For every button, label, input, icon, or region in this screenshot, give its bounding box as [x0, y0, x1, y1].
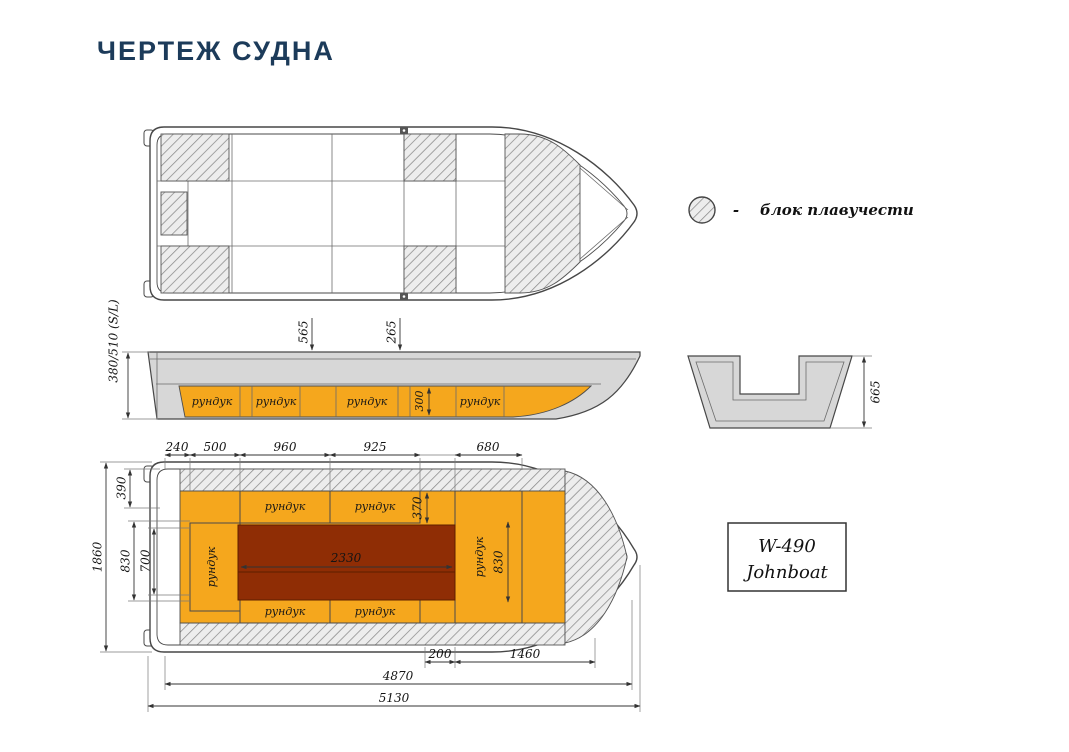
locker-label: рундук [192, 395, 233, 408]
legend-label: блок плавучести [760, 201, 914, 219]
dim-label-565: 565 [297, 321, 311, 344]
model-type: Johnboat [742, 562, 828, 583]
bottom-dimension-rows [147, 565, 641, 712]
legend: - блок плавучести [688, 196, 914, 224]
locker-divider-lines [239, 386, 505, 417]
locker-label: рундук [347, 395, 388, 408]
dim-label-240: 240 [165, 440, 189, 454]
locker-label: рундук [473, 536, 486, 577]
locker-label: рундук [205, 546, 218, 587]
dim-label-380-510: 380/510 (S/L) [107, 299, 121, 383]
dim-label-265: 265 [385, 321, 399, 345]
locker-label: рундук [355, 500, 396, 513]
buoyancy-strip-bottom [179, 622, 566, 646]
buoyancy-block-bow [564, 470, 628, 644]
transom-view: 665 [687, 355, 883, 429]
model-name: W-490 [758, 536, 816, 557]
model-box-frame [727, 522, 847, 592]
locker-label: рундук [355, 605, 396, 618]
buoyancy-block-transom [160, 191, 188, 236]
dim-label-665: 665 [869, 381, 883, 404]
locker-band [178, 385, 593, 418]
dim-label-830: 830 [119, 549, 133, 572]
locker-label: рундук [265, 500, 306, 513]
buoyancy-block-symbol [688, 196, 716, 224]
buoyancy-block-mid-top [403, 133, 457, 182]
deck-fitting-marker [400, 127, 408, 134]
dim-label-1460: 1460 [510, 647, 541, 661]
locker-box [329, 490, 421, 524]
locker-label: рундук [265, 605, 306, 618]
dim-label-300: 300 [413, 391, 426, 412]
legend-separator: - [733, 201, 739, 219]
dim-label-5130: 5130 [379, 691, 410, 705]
bow-frame-lines [579, 167, 629, 260]
dim-label-2330: 2330 [330, 551, 362, 565]
dim-label-4870: 4870 [382, 669, 414, 683]
page-title: ЧЕРТЕЖ СУДНА [97, 36, 335, 66]
top-dimension-chain [164, 452, 523, 491]
buoyancy-block-stern-top [160, 133, 230, 182]
dim-label-680: 680 [477, 440, 500, 454]
buoyancy-block-bow [504, 133, 581, 294]
transom-height-dimension [122, 351, 158, 420]
transom-height-dimension [830, 355, 872, 429]
dim-label-370: 370 [411, 496, 425, 519]
transom-inner-contour [695, 361, 845, 422]
dim-label-390: 390 [115, 476, 129, 499]
dim-label-500: 500 [204, 440, 227, 454]
model-box: W-490 Johnboat [727, 522, 847, 592]
dim-label-925: 925 [364, 440, 387, 454]
plan-view: рундук рундук рундук рундук рундук рунду… [91, 440, 641, 712]
top-view [143, 126, 638, 301]
buoyancy-strip-top [179, 468, 566, 492]
dim-label-830-locker: 830 [492, 550, 506, 573]
dim-label-1860: 1860 [91, 541, 105, 572]
locker-box [239, 490, 331, 524]
cockpit-floor [237, 524, 456, 601]
dim-label-700: 700 [139, 549, 153, 572]
dim-label-200: 200 [428, 647, 452, 661]
deck-fitting-marker [400, 293, 408, 300]
locker-box [189, 522, 241, 612]
left-dimension-column [100, 461, 190, 653]
locker-label: рундук [256, 395, 297, 408]
transom-outline [687, 355, 853, 429]
locker-box [454, 490, 523, 624]
locker-label: рундук [460, 395, 501, 408]
side-view: рундук рундук рундук рундук 300 565 265 … [107, 299, 641, 420]
dim-label-960: 960 [274, 440, 297, 454]
buoyancy-block-stern-bottom [160, 245, 230, 294]
buoyancy-block-mid-bottom [403, 245, 457, 294]
